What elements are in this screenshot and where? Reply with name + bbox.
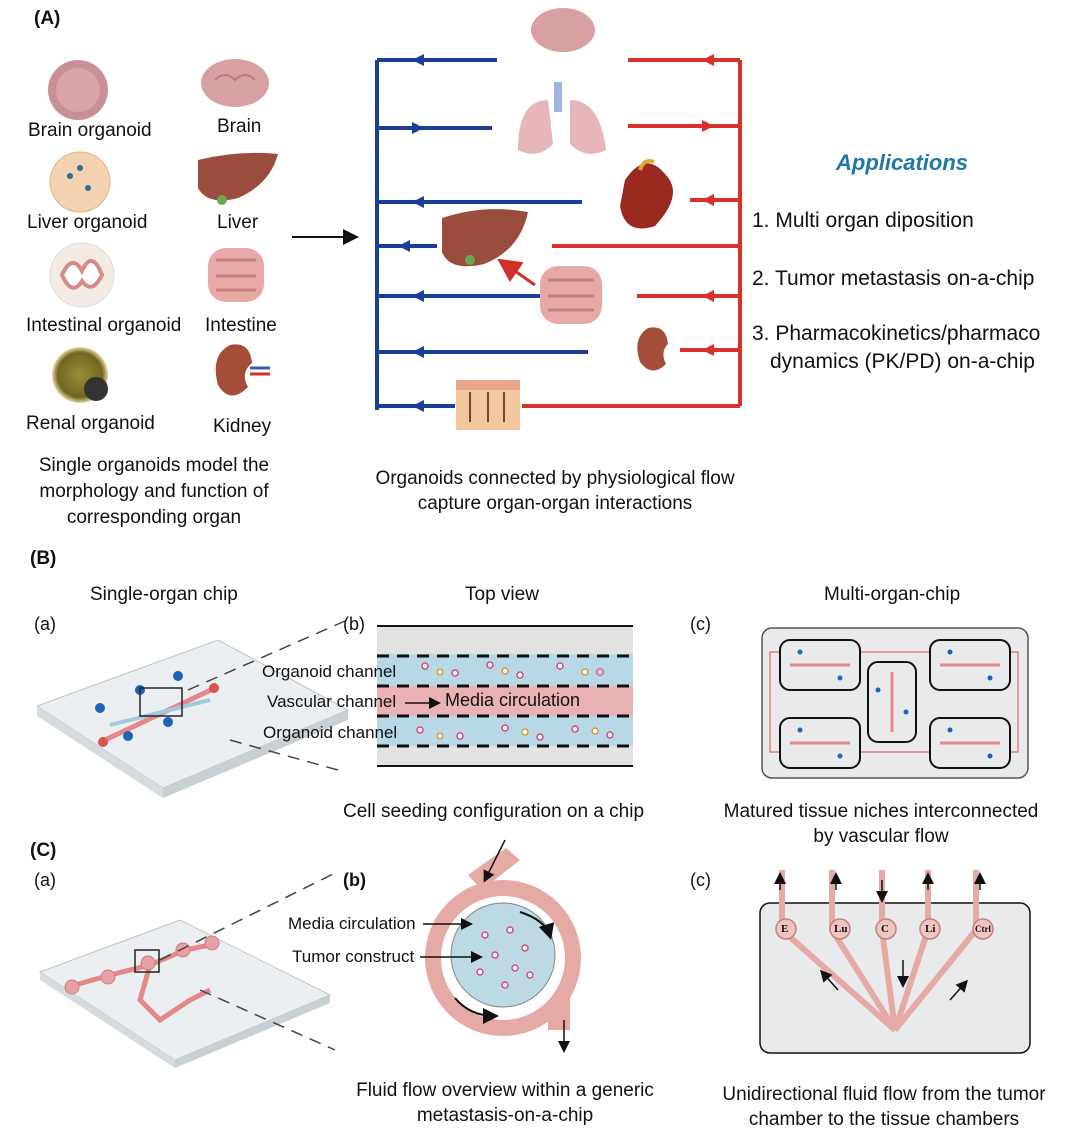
matured-niches-caption-1: Matured tissue niches interconnected: [723, 801, 1039, 822]
vascular-channel-label: Vascular channel: [267, 692, 397, 711]
single-organoid-caption-2: morphology and function of: [39, 481, 269, 502]
panel-c-sub-b: (b): [343, 870, 366, 890]
intestine-label: Intestine: [205, 315, 277, 336]
renal-organoid-icon: [52, 347, 108, 403]
multi-organ-chip-title: Multi-organ-chip: [824, 584, 961, 605]
organoid-channel-label-bottom: Organoid channel: [263, 723, 398, 742]
unidirectional-caption-1: Unidirectional fluid flow from the tumor: [722, 1084, 1046, 1105]
inflow-arrow: [483, 839, 506, 883]
brain-organoid-label: Brain organoid: [28, 120, 152, 141]
top-view-title: Top view: [465, 584, 539, 605]
tumor-chamber-diagram: [425, 848, 581, 1036]
circuit-liver-icon: [442, 209, 528, 267]
single-organoid-caption-1: Single organoids model the: [38, 455, 270, 476]
single-organ-chip: [35, 639, 350, 798]
intestinal-organoid-icon: [49, 242, 115, 308]
circuit-skin-icon: [456, 380, 520, 430]
cell-seeding-caption: Cell seeding configuration on a chip: [343, 801, 645, 822]
multi-organ-chip: [761, 627, 1029, 779]
brain-organoid-icon: [48, 60, 108, 120]
single-organ-chip-title: Single-organ chip: [90, 584, 238, 605]
top-view-diagram: [377, 625, 633, 767]
panel-b-sub-a: (a): [34, 614, 56, 634]
panel-b-sub-c: (c): [690, 614, 711, 634]
application-3-line-1: 3. Pharmacokinetics/pharmaco: [752, 322, 1041, 345]
liver-label: Liver: [217, 212, 259, 233]
applications-title: Applications: [836, 150, 969, 175]
intestine-to-liver-arrow: [497, 258, 536, 287]
venous-arrowheads: [398, 54, 424, 412]
liver-icon: [198, 152, 278, 205]
connected-caption-1: Organoids connected by physiological flo…: [375, 468, 735, 489]
renal-organoid-label: Renal organoid: [26, 413, 155, 434]
unidirectional-caption-2: chamber to the tissue chambers: [748, 1109, 1020, 1130]
chamber-label-c: C: [881, 923, 889, 935]
chamber-label-li: Li: [925, 923, 936, 935]
tumor-media-circulation-label: Media circulation: [288, 914, 416, 933]
fluid-flow-caption-2: metastasis-on-a-chip: [416, 1105, 594, 1126]
brain-label: Brain: [217, 116, 262, 137]
panel-c-sub-a: (a): [34, 870, 56, 890]
circuit-kidney-icon: [637, 327, 668, 371]
circuit-heart-icon: [620, 159, 673, 229]
brain-icon: [201, 59, 269, 107]
kidney-label: Kidney: [213, 416, 272, 437]
circuit-brain-icon: [531, 8, 595, 52]
intestinal-organoid-label: Intestinal organoid: [26, 315, 182, 336]
application-1: 1. Multi organ diposition: [752, 209, 974, 232]
metastasis-chip: [38, 919, 332, 1068]
panel-c-label: (C): [30, 840, 57, 861]
panel-a-label: (A): [34, 8, 61, 29]
circuit-lung-icon: [518, 82, 606, 154]
liver-organoid-label: Liver organoid: [27, 212, 148, 233]
panel-c-sub-c: (c): [690, 870, 711, 890]
liver-organoid-icon: [49, 151, 111, 213]
arterial-circuit: [522, 58, 742, 408]
organoid-channel-label-top: Organoid channel: [262, 662, 397, 681]
application-3-line-2: dynamics (PK/PD) on-a-chip: [770, 350, 1035, 373]
fluid-flow-caption-1: Fluid flow overview within a generic: [356, 1080, 654, 1101]
connected-caption-2: capture organ-organ interactions: [417, 493, 693, 514]
chamber-label-e: E: [781, 923, 789, 935]
single-organoid-caption-3: corresponding organ: [66, 507, 242, 528]
circuit-intestine-icon: [540, 266, 602, 324]
chamber-label-lu: Lu: [834, 923, 848, 935]
application-2: 2. Tumor metastasis on-a-chip: [752, 267, 1035, 290]
arterial-arrowheads: [702, 54, 714, 356]
media-circulation-label: Media circulation: [445, 690, 581, 710]
intestine-icon: [208, 248, 264, 302]
tumor-construct-label: Tumor construct: [292, 947, 415, 966]
chamber-label-ctrl: Ctrl: [975, 924, 991, 934]
panel-b-sub-b: (b): [343, 614, 365, 634]
panel-b-label: (B): [30, 548, 57, 569]
kidney-icon: [215, 344, 270, 396]
matured-niches-caption-2: by vascular flow: [813, 826, 949, 847]
tissue-chambers-diagram: [759, 870, 1031, 1054]
